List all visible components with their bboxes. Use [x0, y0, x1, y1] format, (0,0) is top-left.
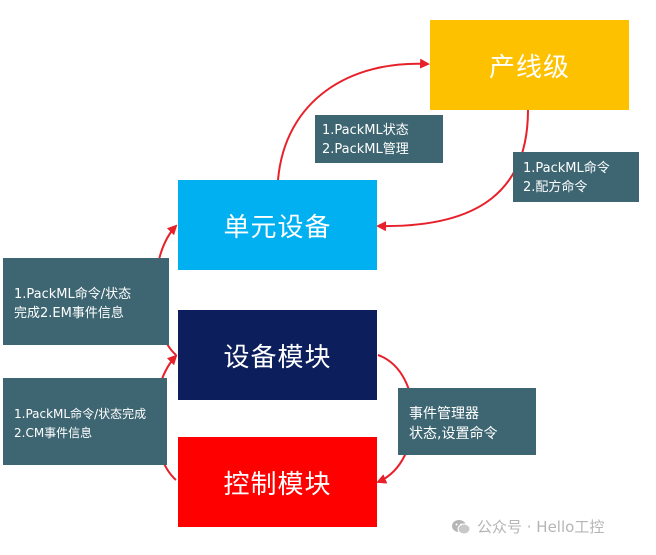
note-unit-to-line: 1.PackML状态 2.PackML管理 — [315, 115, 443, 163]
watermark-text: 公众号 · Hello工控 — [477, 518, 605, 536]
wechat-icon — [452, 519, 471, 534]
note-line: 1.PackML命令/状态完成 — [14, 407, 147, 421]
note-line: 完成2.EM事件信息 — [14, 306, 124, 321]
note-line: 1.PackML命令 — [523, 161, 610, 176]
arrow-line-to-unit — [376, 109, 529, 232]
watermark: 公众号 · Hello工控 — [451, 516, 604, 537]
note-line: 状态,设置命令 — [409, 426, 498, 442]
equipment-module-box: 设备模块 — [178, 310, 377, 400]
unit-label: 单元设备 — [223, 212, 332, 243]
control-module-label: 控制模块 — [223, 469, 332, 500]
equipment-module-label: 设备模块 — [223, 342, 332, 373]
note-line: 2.CM事件信息 — [14, 426, 93, 440]
note-line: 2.配方命令 — [523, 180, 588, 195]
note-cm-to-em: 1.PackML命令/状态完成 2.CM事件信息 — [3, 378, 167, 465]
note-line: 事件管理器 — [409, 406, 479, 422]
note-line: 1.PackML状态 — [322, 123, 409, 138]
arrow-unit-to-line — [277, 58, 430, 181]
line-level-box: 产线级 — [430, 20, 629, 110]
note-line-to-unit: 1.PackML命令 2.配方命令 — [513, 152, 639, 202]
note-em-to-unit: 1.PackML命令/状态 完成2.EM事件信息 — [3, 258, 169, 345]
unit-box: 单元设备 — [178, 180, 377, 270]
line-level-label: 产线级 — [488, 52, 570, 83]
note-em-to-cm: 事件管理器 状态,设置命令 — [398, 388, 536, 455]
control-module-box: 控制模块 — [178, 437, 377, 527]
note-line: 2.PackML管理 — [322, 142, 409, 157]
note-line: 1.PackML命令/状态 — [14, 287, 132, 302]
